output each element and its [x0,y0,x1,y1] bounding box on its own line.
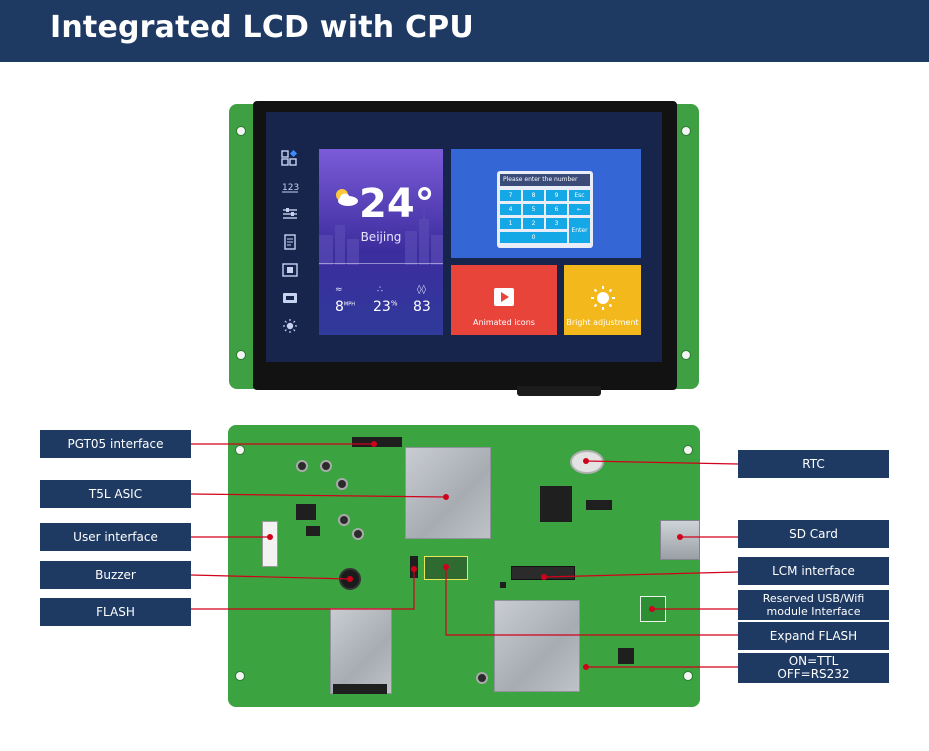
capacitor [338,514,350,526]
key-8[interactable]: 8 [523,190,544,201]
key-6[interactable]: 6 [546,204,567,215]
leader-dot [583,664,589,670]
callout-buzzer: Buzzer [40,561,191,589]
leader-dot [347,576,353,582]
inductor [296,504,316,520]
keypad-tile[interactable]: Please enter the number 7 8 9 Esc 4 5 6 … [451,149,641,258]
capacitor [336,478,348,490]
video-icon [494,288,514,306]
humidity-value: 23% [373,299,398,315]
wind-icon: ≈ [335,285,343,295]
mount-hole [683,671,693,681]
shield-can [330,608,392,694]
tile-label: Bright adjustment [566,318,639,327]
mount-hole [681,350,691,360]
flex-connector [517,386,601,396]
header-banner: Integrated LCD with CPU [0,0,929,62]
mount-hole [683,445,693,455]
grid-icon [280,149,300,166]
capacitor [352,528,364,540]
mount-hole [235,671,245,681]
t5l-asic-chip [405,447,491,539]
key-2[interactable]: 2 [523,218,544,229]
leader-dot [267,534,273,540]
callout-pgt05-interface: PGT05 interface [40,430,191,458]
skyline-image [319,205,443,265]
pgt05-header [352,437,402,447]
aqi-value: 83 [413,299,431,315]
sliders-icon [280,206,300,222]
callout-ttl-rs232: ON=TTL OFF=RS232 [738,653,889,683]
user-interface-connector [262,521,278,567]
sd-card-slot [660,520,700,560]
leader-dot [583,458,589,464]
bright-adjustment-tile[interactable]: Bright adjustment [564,265,641,335]
leader-dot [443,564,449,570]
key-enter[interactable]: Enter [569,218,590,243]
smd-part [306,526,320,536]
key-7[interactable]: 7 [500,190,521,201]
capacitor [320,460,332,472]
key-1[interactable]: 1 [500,218,521,229]
keypad-prompt: Please enter the number [500,174,590,186]
numbers-icon: 123 [280,178,300,194]
partly-cloudy-icon [336,189,358,206]
leader-dot [443,494,449,500]
leader-dot [411,566,417,572]
callout-lcm-interface: LCM interface [738,557,889,585]
connector [333,684,387,694]
shield-can [494,600,580,692]
callout-user-interface: User interface [40,523,191,551]
mount-hole [236,350,246,360]
callout-sd-card: SD Card [738,520,889,548]
animated-icons-tile[interactable]: Animated icons [451,265,557,335]
page-title: Integrated LCD with CPU [50,10,474,45]
leader-dot [649,606,655,612]
capacitor [296,460,308,472]
tile-label: Animated icons [473,318,535,327]
key-3[interactable]: 3 [546,218,567,229]
ic-chip [586,500,612,510]
callout-rtc: RTC [738,450,889,478]
mount-hole [235,445,245,455]
callout-flash: FLASH [40,598,191,626]
smd-part [500,582,506,588]
document-icon [280,234,300,250]
film-icon [280,262,300,278]
temperature-value: 24° [359,181,435,227]
numeric-keypad: Please enter the number 7 8 9 Esc 4 5 6 … [497,171,593,248]
leader-dot [541,574,547,580]
callout-usb-wifi-interface: Reserved USB/Wifi module Interface [738,590,889,620]
mount-hole [681,126,691,136]
weather-tile[interactable]: 24° Beijing ≈ ∴ ◊◊ 8MPH 23% 83 [319,149,443,335]
svg-text:123: 123 [282,183,299,193]
leader-dot [677,534,683,540]
callout-t5l-asic: T5L ASIC [40,480,191,508]
key-esc[interactable]: Esc [569,190,590,201]
leader-dot [371,441,377,447]
key-5[interactable]: 5 [523,204,544,215]
wind-speed: 8MPH [335,299,356,315]
key-9[interactable]: 9 [546,190,567,201]
key-0[interactable]: 0 [500,232,567,243]
callout-expand-flash: Expand FLASH [738,622,889,650]
sun-icon [280,318,300,334]
droplet-icon: ◊◊ [417,285,426,295]
key-4[interactable]: 4 [500,204,521,215]
mount-hole [236,126,246,136]
ttl-switch [618,648,634,664]
ic-chip [540,486,572,522]
sun-icon [591,286,615,310]
divider [319,263,443,264]
chip-icon [280,290,300,306]
humidity-icon: ∴ [377,285,383,295]
city-name: Beijing [360,230,402,244]
key-backspace[interactable]: ← [569,204,590,215]
capacitor [476,672,488,684]
